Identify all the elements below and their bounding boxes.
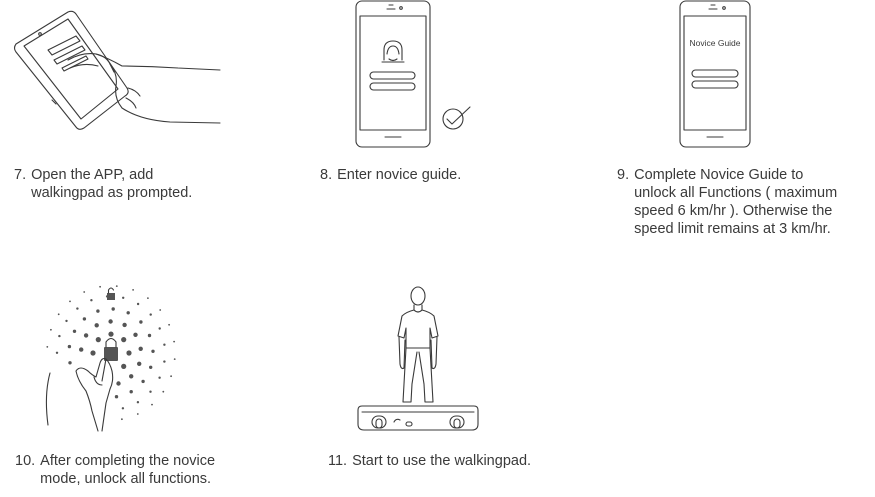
- step-7-text: Open the APP, add walkingpad as prompted…: [31, 167, 193, 201]
- decorative-dot: [173, 358, 176, 360]
- decorative-dot: [158, 376, 161, 379]
- decorative-dot: [149, 313, 152, 316]
- step-7-number: 7.: [14, 167, 27, 183]
- decorative-dot: [83, 291, 86, 293]
- decorative-dot: [158, 327, 161, 330]
- decorative-dot: [65, 319, 68, 323]
- decorative-dot: [147, 333, 152, 338]
- decorative-dot: [129, 374, 134, 379]
- decorative-dot: [129, 390, 133, 394]
- decorative-dot: [137, 361, 142, 366]
- decorative-dot: [46, 346, 49, 348]
- phone-novice-guide-icon: [679, 0, 757, 150]
- phone-with-profile-and-check-icon: [355, 0, 475, 150]
- decorative-dot: [133, 332, 138, 337]
- decorative-dot: [170, 375, 173, 378]
- decorative-dot: [159, 309, 162, 311]
- step-8-text: Enter novice guide.: [337, 167, 462, 183]
- step-8-number: 8.: [320, 167, 333, 183]
- decorative-dot: [121, 418, 123, 421]
- decorative-dot: [136, 302, 140, 306]
- decorative-dot: [108, 319, 113, 324]
- decorative-dot: [149, 390, 152, 393]
- decorative-dot: [83, 333, 89, 338]
- step-8-caption: 8. Enter novice guide.: [320, 166, 570, 184]
- step-11-text: Start to use the walkingpad.: [352, 453, 532, 469]
- decorative-dot: [116, 381, 121, 386]
- decorative-dot: [69, 300, 71, 303]
- step-9-number: 9.: [617, 167, 630, 183]
- decorative-dot: [96, 309, 100, 313]
- decorative-dot: [173, 340, 176, 343]
- decorative-dot: [126, 350, 132, 356]
- decorative-dot: [121, 337, 127, 343]
- decorative-dot: [111, 307, 115, 311]
- decorative-dot: [163, 343, 166, 346]
- decorative-dot: [82, 317, 87, 321]
- step-10-caption: 10. After completing the novice mode, un…: [15, 452, 295, 488]
- person-standing-on-walkingpad-icon: [356, 284, 480, 434]
- decorative-dot: [72, 329, 77, 333]
- decorative-dot: [79, 347, 84, 352]
- step-9-text: Complete Novice Guide to unlock all Func…: [634, 167, 838, 237]
- decorative-dot: [132, 289, 134, 291]
- decorative-dot: [121, 407, 125, 410]
- step-10-text: After completing the novice mode, unlock…: [40, 453, 216, 487]
- decorative-dot: [149, 365, 153, 369]
- decorative-dot: [122, 296, 125, 299]
- step-11-number: 11.: [328, 453, 348, 469]
- decorative-dot: [126, 311, 130, 315]
- decorative-dot: [151, 349, 155, 353]
- decorative-dot: [115, 285, 118, 287]
- decorative-dot: [95, 337, 101, 343]
- decorative-dot: [55, 351, 59, 354]
- decorative-dot: [138, 346, 143, 351]
- hand-holding-phone-icon: [10, 8, 225, 138]
- decorative-dot: [76, 307, 79, 310]
- hand-tapping-unlock-icon: [40, 285, 180, 435]
- decorative-dot: [136, 401, 140, 404]
- step-10-number: 10.: [15, 453, 36, 469]
- decorative-dot: [94, 323, 99, 328]
- decorative-dot: [58, 334, 61, 338]
- novice-guide-screen-label: Novice Guide: [689, 38, 741, 48]
- decorative-dot: [68, 361, 72, 365]
- decorative-dot: [114, 395, 119, 399]
- step-7-caption: 7. Open the APP, add walkingpad as promp…: [14, 166, 274, 202]
- decorative-dot: [162, 390, 165, 393]
- decorative-dot: [139, 320, 143, 324]
- decorative-dot: [147, 297, 149, 299]
- step-9-caption: 9. Complete Novice Guide to unlock all F…: [617, 166, 867, 238]
- decorative-dot: [121, 363, 127, 369]
- decorative-dot: [90, 350, 96, 356]
- decorative-dot: [136, 413, 139, 415]
- decorative-dot: [122, 322, 127, 328]
- decorative-dot: [90, 299, 93, 302]
- step-11-caption: 11. Start to use the walkingpad.: [328, 452, 588, 470]
- decorative-dot: [163, 360, 166, 363]
- decorative-dot: [50, 328, 52, 331]
- decorative-dot: [168, 323, 171, 326]
- decorative-dot: [99, 285, 101, 288]
- decorative-dot: [67, 344, 72, 349]
- decorative-dot: [108, 331, 114, 337]
- decorative-dot: [151, 403, 153, 406]
- decorative-dot: [57, 313, 60, 316]
- decorative-dot: [105, 295, 109, 298]
- decorative-dot: [141, 379, 145, 384]
